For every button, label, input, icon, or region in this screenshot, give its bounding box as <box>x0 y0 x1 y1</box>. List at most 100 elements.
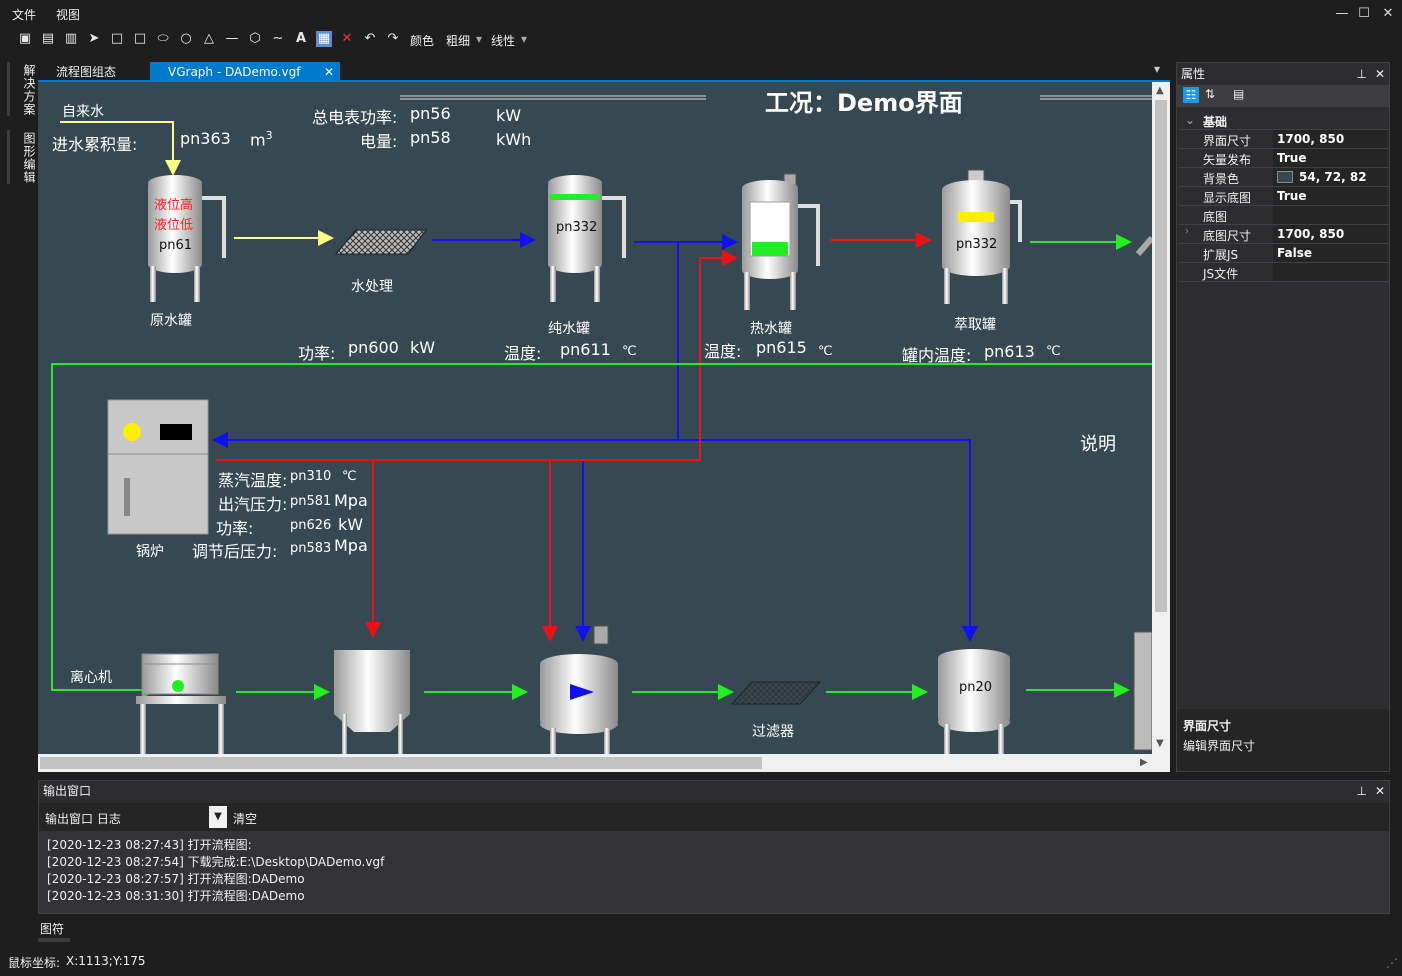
total-power-label: 总电表功率: <box>312 108 398 127</box>
weight-menu[interactable]: 粗细 <box>446 34 471 48</box>
polygon-icon[interactable]: ⬡ <box>249 31 261 46</box>
square-icon[interactable]: □ <box>133 31 147 46</box>
undo-icon[interactable]: ↶ <box>364 31 376 46</box>
vertical-scrollbar[interactable]: ▲ ▼ <box>1152 82 1170 754</box>
resize-grip-icon[interactable]: ⋰ <box>1386 956 1398 970</box>
pin-icon[interactable]: ⊥ <box>1356 67 1367 81</box>
pure-tank-temp-label: 温度: <box>504 344 542 363</box>
menu-view[interactable]: 视图 <box>56 8 81 22</box>
output-channel-select[interactable]: 输出窗口 日志 <box>45 812 121 826</box>
close-window-button[interactable]: ✕ <box>1382 6 1394 21</box>
delete-icon[interactable]: ✕ <box>341 31 353 46</box>
pointer-icon[interactable]: ➤ <box>88 31 100 46</box>
output-toolbar: 输出窗口 日志 ▼ 清空 <box>39 803 1389 831</box>
sort-alpha-icon[interactable]: ⇅ <box>1205 87 1216 101</box>
linetype-menu[interactable]: 线性 <box>491 34 516 48</box>
triangle-icon[interactable]: △ <box>204 31 214 46</box>
line-icon[interactable]: — <box>225 31 239 46</box>
vertical-scroll-thumb[interactable] <box>1155 100 1167 612</box>
toolbar: ▣ ▤ ▥ ➤ □ □ ⬭ ○ △ — ⬡ ∼ A ▦ ✕ ↶ ↷ 颜色 粗细 … <box>0 28 1402 52</box>
save-as-icon[interactable]: ▥ <box>64 31 78 46</box>
hot-tank-temp-label: 温度: <box>704 342 742 361</box>
extract-tank-temp-label: 罐内温度: <box>902 346 972 365</box>
tab-vgraph[interactable]: VGraph - DADemo.vgf ✕ <box>150 62 340 82</box>
curve-icon[interactable]: ∼ <box>272 31 284 46</box>
description-label: 说明 <box>1080 434 1116 455</box>
symbols-tab[interactable]: 图符 <box>40 922 65 936</box>
output-close-icon[interactable]: ✕ <box>1374 784 1385 798</box>
left-dock: 解决方案 图形编辑 <box>0 60 36 770</box>
pure-tank-temp-value: pn611 <box>560 340 611 359</box>
raw-tank-value: pn61 <box>159 238 193 253</box>
raw-water-tank <box>148 175 226 302</box>
weight-dropdown-icon[interactable]: ▾ <box>476 32 483 46</box>
expand-icon[interactable]: › <box>1185 226 1189 237</box>
color-swatch[interactable] <box>1277 171 1293 183</box>
output-panel: 输出窗口 ⊥ ✕ 输出窗口 日志 ▼ 清空 [2020-12-23 08:27:… <box>38 780 1390 914</box>
tab-flowchart[interactable]: 流程图组态 <box>56 65 117 79</box>
log-line: [2020-12-23 08:27:43] 打开流程图: <box>47 838 252 852</box>
tab-vgraph-label: VGraph - DADemo.vgf <box>168 65 301 79</box>
design-canvas[interactable]: 工况：Demo界面 自来水 进水累积量: pn363 m3 总电表功率: pn5… <box>38 82 1152 754</box>
maximize-button[interactable]: ☐ <box>1358 6 1370 21</box>
document-tabs: 流程图组态 VGraph - DADemo.vgf ✕ ▾ <box>38 62 1170 82</box>
mouse-coord-value: X:1113;Y:175 <box>66 954 146 968</box>
redo-icon[interactable]: ↷ <box>387 31 399 46</box>
property-row[interactable]: 背景色 54, 72, 82 <box>1179 168 1389 187</box>
filter-label: 过滤器 <box>752 724 794 740</box>
text-icon[interactable]: A <box>295 31 307 46</box>
total-power-value: pn56 <box>410 104 451 123</box>
channel-dropdown-icon[interactable]: ▼ <box>209 806 227 828</box>
steam-temp-value: pn310 <box>290 469 332 484</box>
save-all-icon[interactable]: ▤ <box>41 31 55 46</box>
property-desc-text: 编辑界面尺寸 <box>1183 739 1256 753</box>
energy-label: 电量: <box>360 132 398 151</box>
boiler-power-label: 功率: <box>216 519 254 538</box>
log-line: [2020-12-23 08:27:54] 下载完成:E:\Desktop\DA… <box>47 855 385 869</box>
ellipse-icon[interactable]: ⬭ <box>157 31 169 46</box>
rectangle-icon[interactable]: □ <box>110 31 124 46</box>
tank-pn20 <box>938 649 1010 754</box>
property-pages-icon[interactable]: ▤ <box>1233 87 1245 101</box>
save-icon[interactable]: ▣ <box>18 31 32 46</box>
output-pin-icon[interactable]: ⊥ <box>1356 784 1367 798</box>
symbols-tab-bar <box>38 938 70 942</box>
scroll-right-icon[interactable]: ▶ <box>1140 757 1148 768</box>
graphic-edit-tab[interactable]: 图形编辑 <box>22 132 36 184</box>
linetype-dropdown-icon[interactable]: ▾ <box>521 32 528 46</box>
properties-close-icon[interactable]: ✕ <box>1374 67 1385 81</box>
horizontal-scroll-thumb[interactable] <box>40 757 762 769</box>
categorized-icon[interactable]: ☷ <box>1183 87 1199 103</box>
raw-tank-name: 原水罐 <box>150 313 192 329</box>
property-category[interactable]: ⌄ 基础 <box>1179 111 1389 130</box>
property-row[interactable]: JS文件 <box>1179 263 1389 282</box>
tap-water-label: 自来水 <box>62 104 104 120</box>
solution-tab[interactable]: 解决方案 <box>22 64 36 116</box>
hot-tank-temp-unit: ℃ <box>818 344 833 359</box>
tab-close-icon[interactable]: ✕ <box>323 65 334 79</box>
mixer-tank <box>540 625 618 754</box>
pipe-tapwater <box>60 121 181 176</box>
energy-unit: kWh <box>496 130 532 149</box>
power-unit: kW <box>410 338 436 357</box>
minimize-button[interactable]: — <box>1335 6 1349 21</box>
property-row[interactable]: 底图 <box>1179 206 1389 225</box>
scroll-down-icon[interactable]: ▼ <box>1156 738 1164 749</box>
collapse-icon[interactable]: ⌄ <box>1185 113 1196 127</box>
extract-tank-value: pn332 <box>956 237 998 252</box>
color-menu[interactable]: 颜色 <box>410 34 435 48</box>
horizontal-scrollbar[interactable]: ▶ <box>38 754 1170 772</box>
menu-file[interactable]: 文件 <box>12 8 37 22</box>
tabs-overflow-icon[interactable]: ▾ <box>1154 62 1161 76</box>
output-title: 输出窗口 ⊥ ✕ <box>39 781 1389 801</box>
circle-icon[interactable]: ○ <box>180 31 192 46</box>
scroll-up-icon[interactable]: ▲ <box>1156 85 1164 96</box>
boiler-name: 锅炉 <box>136 544 164 560</box>
image-icon[interactable]: ▦ <box>316 31 332 47</box>
clear-button[interactable]: 清空 <box>233 812 258 826</box>
